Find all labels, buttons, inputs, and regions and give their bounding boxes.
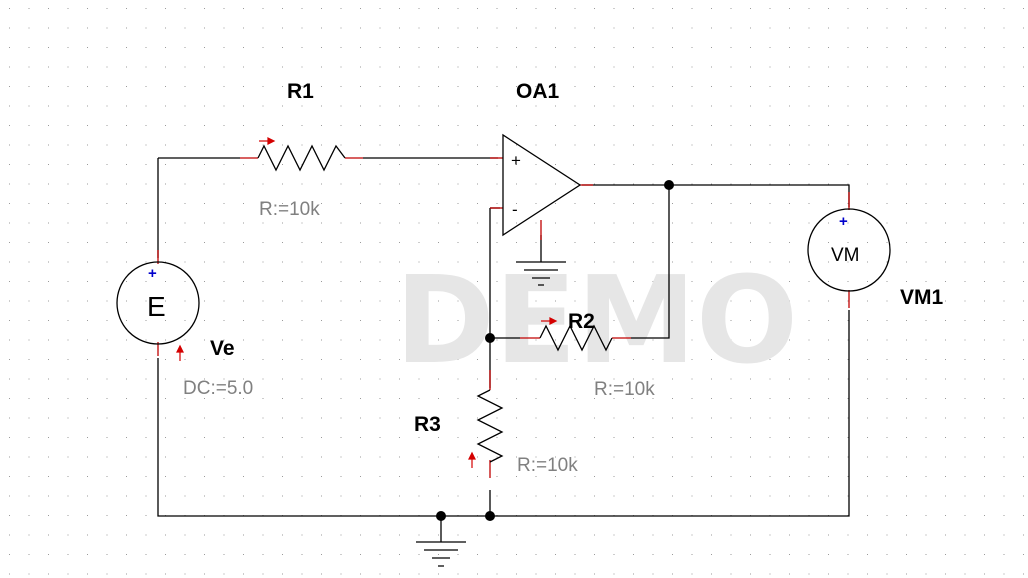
pin-stubs <box>157 157 850 478</box>
ve-symbol: E <box>147 291 166 322</box>
current-arrow-icon <box>541 317 558 325</box>
ground-icon <box>416 541 466 567</box>
ground-icon <box>516 261 566 286</box>
ve-value: DC:=5.0 <box>183 378 253 399</box>
r1-value: R:=10k <box>259 199 320 220</box>
r3-label: R3 <box>414 413 441 436</box>
vm1-polarity-plus: + <box>839 213 848 230</box>
junctions <box>436 180 674 521</box>
opamp-oa1[interactable]: + - OA1 <box>502 80 582 237</box>
current-arrow-icon <box>259 137 276 145</box>
current-arrow-icon <box>176 344 184 361</box>
junction-dot <box>436 511 446 521</box>
opamp-minus-sign: - <box>512 200 518 219</box>
vm1-symbol: VM <box>831 245 860 266</box>
ve-label: Ve <box>210 337 235 360</box>
current-arrow-icon <box>468 451 476 468</box>
oa1-label: OA1 <box>516 80 560 103</box>
vm1-label: VM1 <box>900 286 944 309</box>
opamp-plus-sign: + <box>511 151 521 170</box>
voltage-source-ve[interactable]: + E Ve DC:=5.0 <box>116 261 253 399</box>
r3-value: R:=10k <box>517 455 578 476</box>
ve-polarity-plus: + <box>148 265 157 282</box>
resistor-r3[interactable]: R3 R:=10k <box>414 389 578 476</box>
r2-label: R2 <box>568 310 595 333</box>
r2-value: R:=10k <box>594 379 655 400</box>
grid-dots <box>9 8 1024 575</box>
demo-watermark: DEMO <box>395 252 798 391</box>
voltmeter-vm1[interactable]: + VM VM1 <box>807 208 944 309</box>
junction-dot <box>485 333 495 343</box>
resistor-r2[interactable]: R2 R:=10k <box>539 310 655 400</box>
junction-dot <box>485 511 495 521</box>
junction-dot <box>664 180 674 190</box>
resistor-r1[interactable]: R1 R:=10k <box>257 80 346 220</box>
r1-label: R1 <box>287 80 314 103</box>
